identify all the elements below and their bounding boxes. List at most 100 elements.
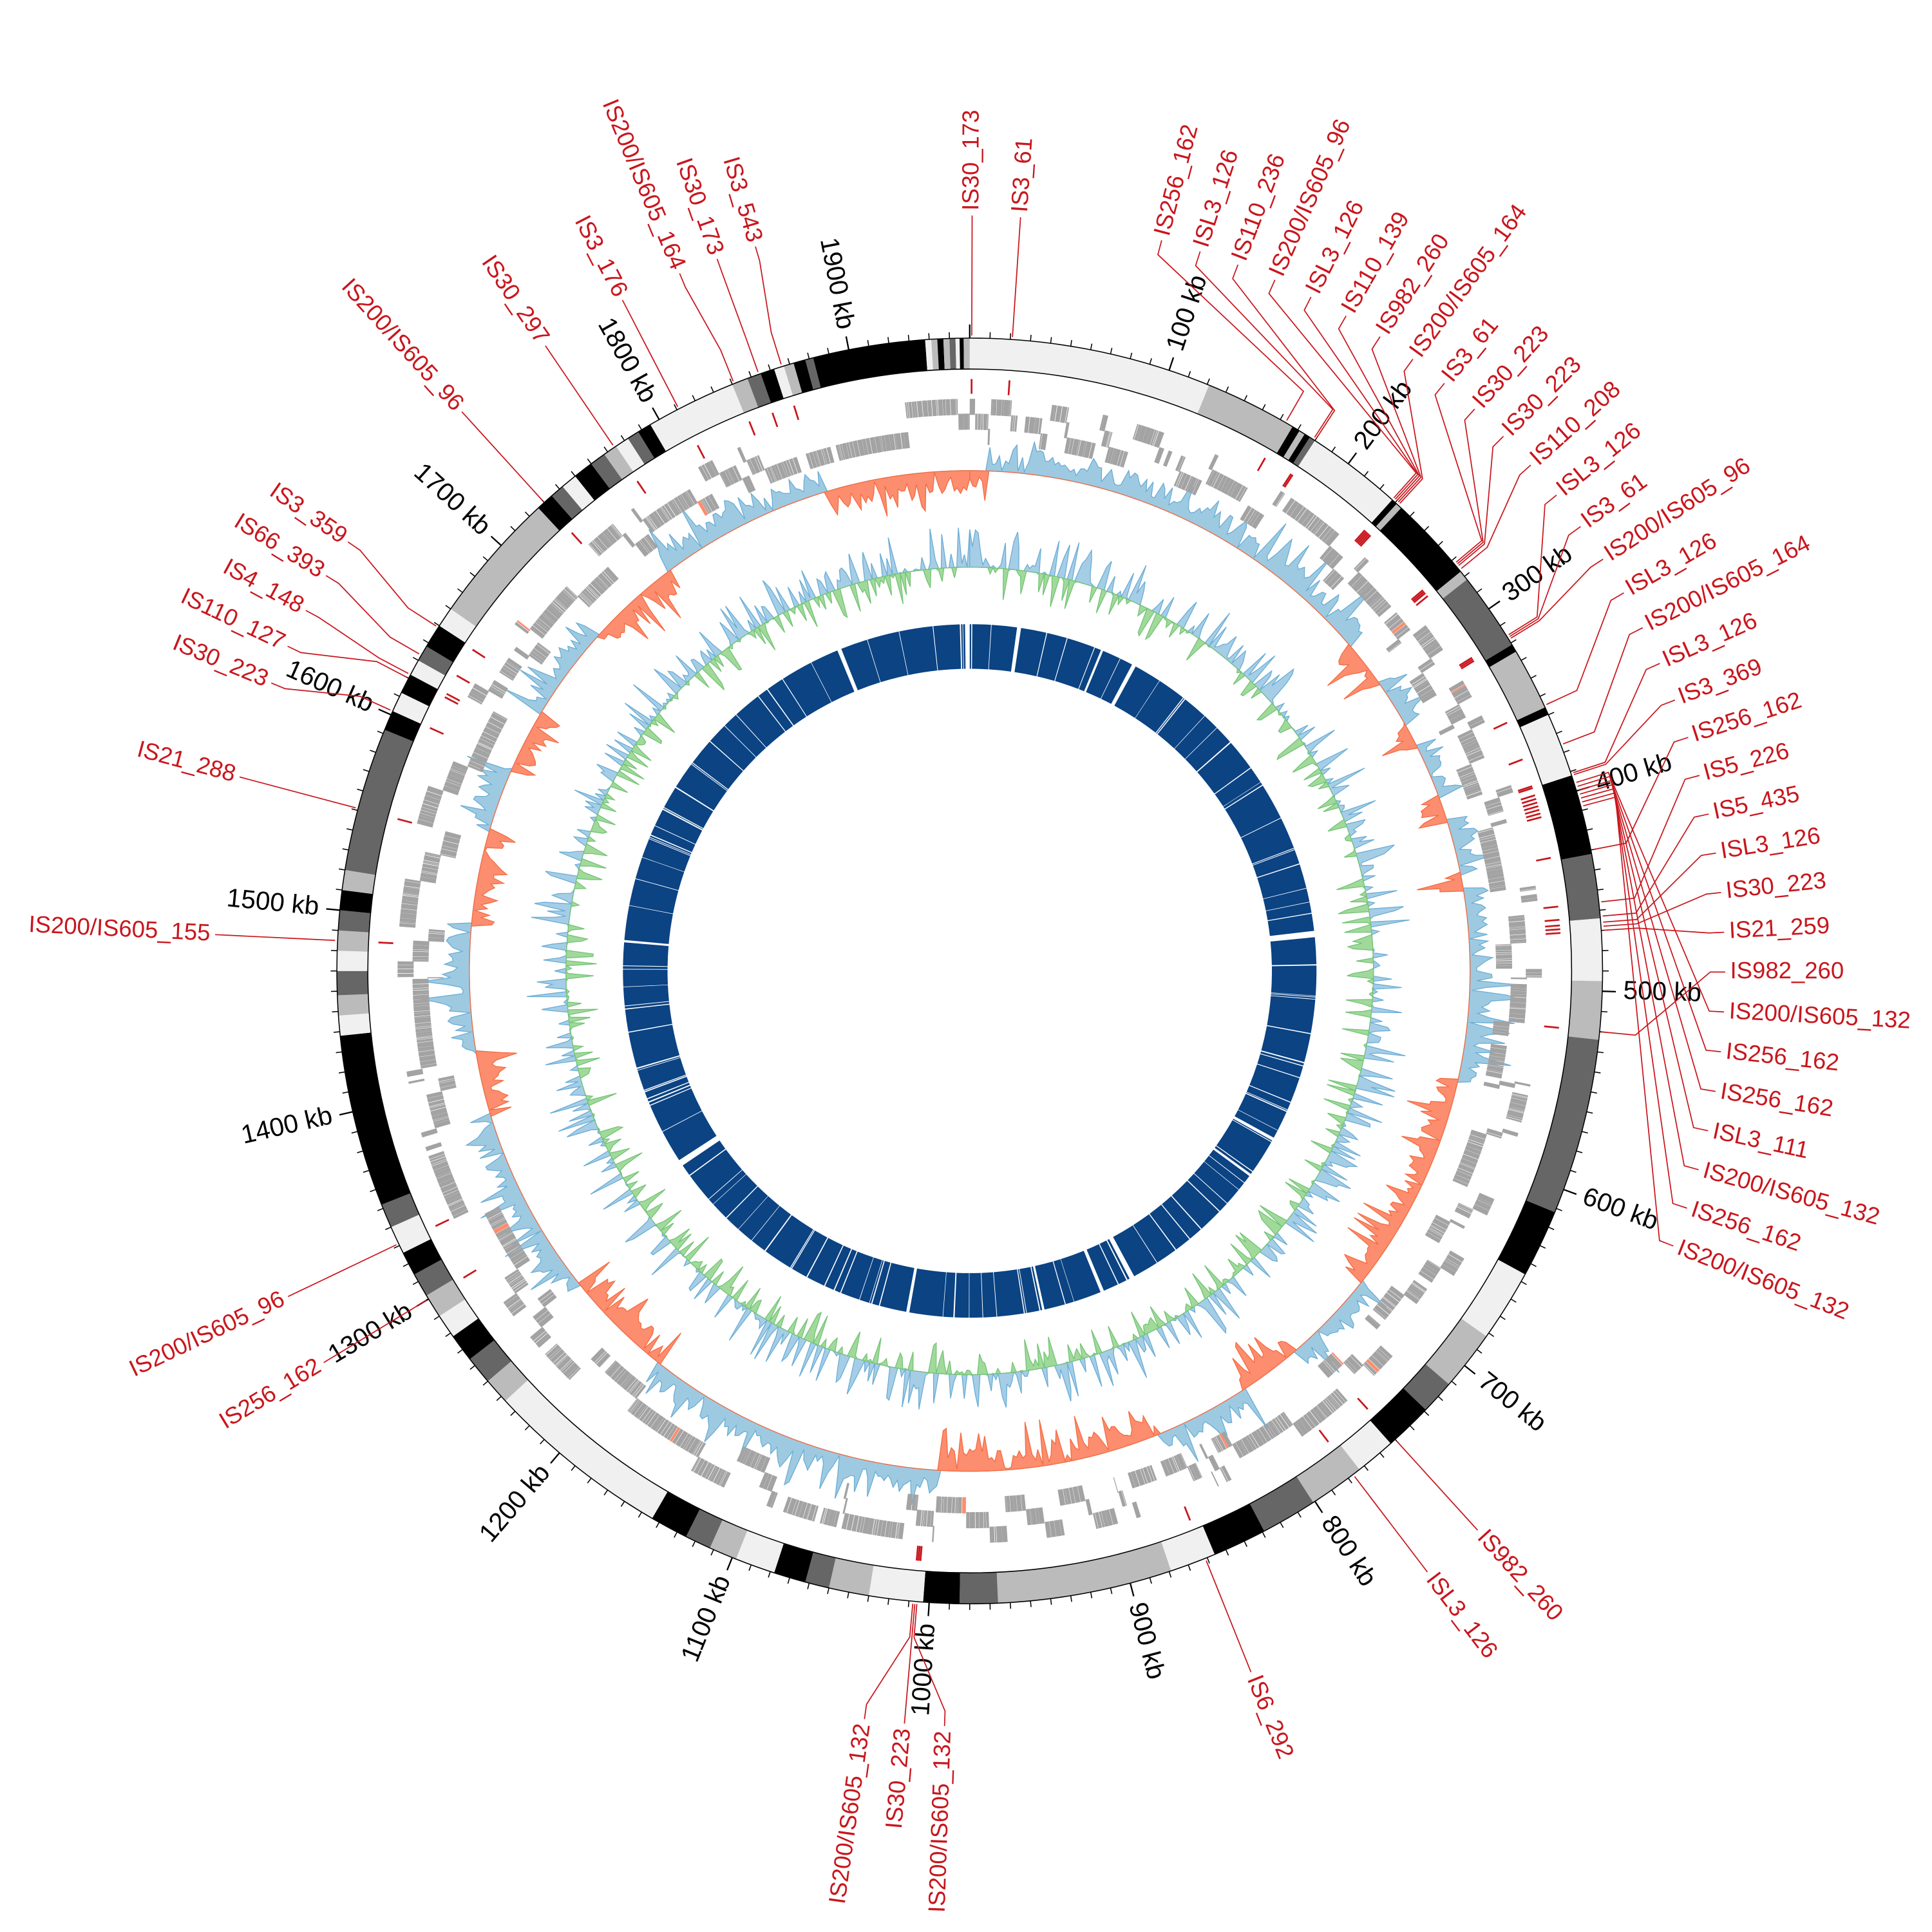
ideogram-band (439, 609, 477, 643)
gene-block (553, 1352, 567, 1365)
major-tick (378, 708, 392, 715)
gene-block (1486, 866, 1502, 872)
is-leader-line (1583, 796, 1674, 1247)
gene-block (771, 465, 780, 482)
gene-block (593, 536, 608, 553)
gene-block (1101, 415, 1108, 431)
gene-block (904, 402, 909, 419)
gene-block (1230, 482, 1244, 500)
gene-block (675, 1430, 688, 1447)
gene-block (1461, 739, 1478, 748)
gene-block (1186, 477, 1197, 493)
gene-block (1207, 470, 1218, 487)
gene-block (1454, 1174, 1470, 1184)
inner-ring-segment (1133, 1214, 1176, 1263)
gene-block (1299, 1416, 1312, 1432)
minor-tick (1570, 1170, 1577, 1173)
minor-tick (1510, 639, 1517, 643)
is-element-mark (971, 379, 973, 394)
gene-block (542, 609, 558, 623)
is-element-mark (397, 818, 413, 824)
gene-block (747, 459, 757, 475)
gene-block (1199, 1443, 1209, 1459)
gene-block (1486, 1065, 1504, 1072)
inner-ring-segment (1225, 785, 1281, 838)
inner-ring-segment (1174, 715, 1217, 759)
major-tick (652, 407, 660, 421)
ideogram-band (1340, 1420, 1391, 1470)
gene-block (819, 1507, 826, 1524)
is-element-mark (1544, 1025, 1559, 1029)
gene-block (1316, 1403, 1330, 1418)
gene-block (1249, 511, 1260, 527)
gene-block (502, 1238, 517, 1247)
gene-block (1410, 1283, 1425, 1294)
gene-block (1325, 551, 1340, 566)
inner-ring-segment (649, 1085, 691, 1105)
gene-block (477, 742, 493, 750)
gene-block (938, 399, 943, 416)
minor-tick (638, 424, 643, 430)
gene-block (645, 516, 656, 531)
minor-tick (1510, 1298, 1517, 1303)
minor-tick (1379, 484, 1385, 489)
gene-block (1448, 680, 1465, 692)
ideogram-band (732, 378, 759, 413)
is-element-label: IS3_176 (570, 211, 634, 301)
inner-ring-segment (644, 1075, 687, 1092)
gene-block (415, 1022, 431, 1026)
gene-block (805, 453, 813, 469)
gene-block (956, 399, 958, 415)
gene-block (516, 620, 531, 632)
gene-block (478, 738, 495, 748)
gene-block (685, 491, 695, 506)
gene-block (620, 1373, 632, 1388)
inner-ring-segment (1086, 1244, 1118, 1291)
gene-block (511, 1278, 526, 1289)
gene-block (1063, 422, 1070, 439)
minor-tick (496, 1396, 502, 1401)
gene-block (996, 399, 1002, 416)
ideogram-band (686, 1509, 723, 1548)
inner-ring-track (623, 624, 1317, 1318)
is-element-mark (1521, 798, 1537, 804)
gene-block (931, 399, 937, 417)
inner-ring-segment (713, 1174, 757, 1218)
is-element-label: IS3_543 (718, 153, 768, 245)
inner-ring-segment (708, 1170, 746, 1204)
gene-block (583, 588, 597, 602)
gene-block (1149, 1464, 1157, 1481)
gene-block (795, 1500, 803, 1517)
gene-block (816, 449, 826, 466)
gene-block (1320, 1361, 1334, 1376)
gene-block (1321, 527, 1334, 543)
ideogram-band (384, 711, 421, 742)
gene-block (427, 977, 444, 979)
gene-block (1490, 886, 1506, 893)
gene-block (467, 764, 484, 773)
minor-tick (787, 1577, 790, 1584)
gene-block (1495, 963, 1513, 966)
ideogram-band (955, 338, 960, 370)
gc-skew-negative-area (469, 470, 1471, 1472)
ideogram-band (761, 369, 784, 403)
gene-block (442, 1187, 459, 1197)
gene-block (754, 456, 763, 472)
is-element-mark (444, 696, 459, 705)
inner-ring-segment (1101, 658, 1132, 705)
gene-block (1191, 1463, 1202, 1480)
ideogram-band (1379, 507, 1461, 591)
gene-block (601, 532, 613, 546)
ideogram-band (627, 431, 655, 465)
gene-block (806, 1504, 812, 1520)
is-element-mark (472, 649, 486, 659)
minor-tick (469, 1365, 475, 1370)
minor-tick (1379, 1452, 1385, 1458)
gene-block (1323, 569, 1335, 582)
gene-block (869, 437, 878, 454)
gene-block (444, 781, 461, 791)
ideogram-band (381, 1193, 420, 1227)
gene-block (1255, 1428, 1267, 1444)
ideogram-band (1561, 854, 1601, 921)
gene-block (773, 464, 782, 480)
